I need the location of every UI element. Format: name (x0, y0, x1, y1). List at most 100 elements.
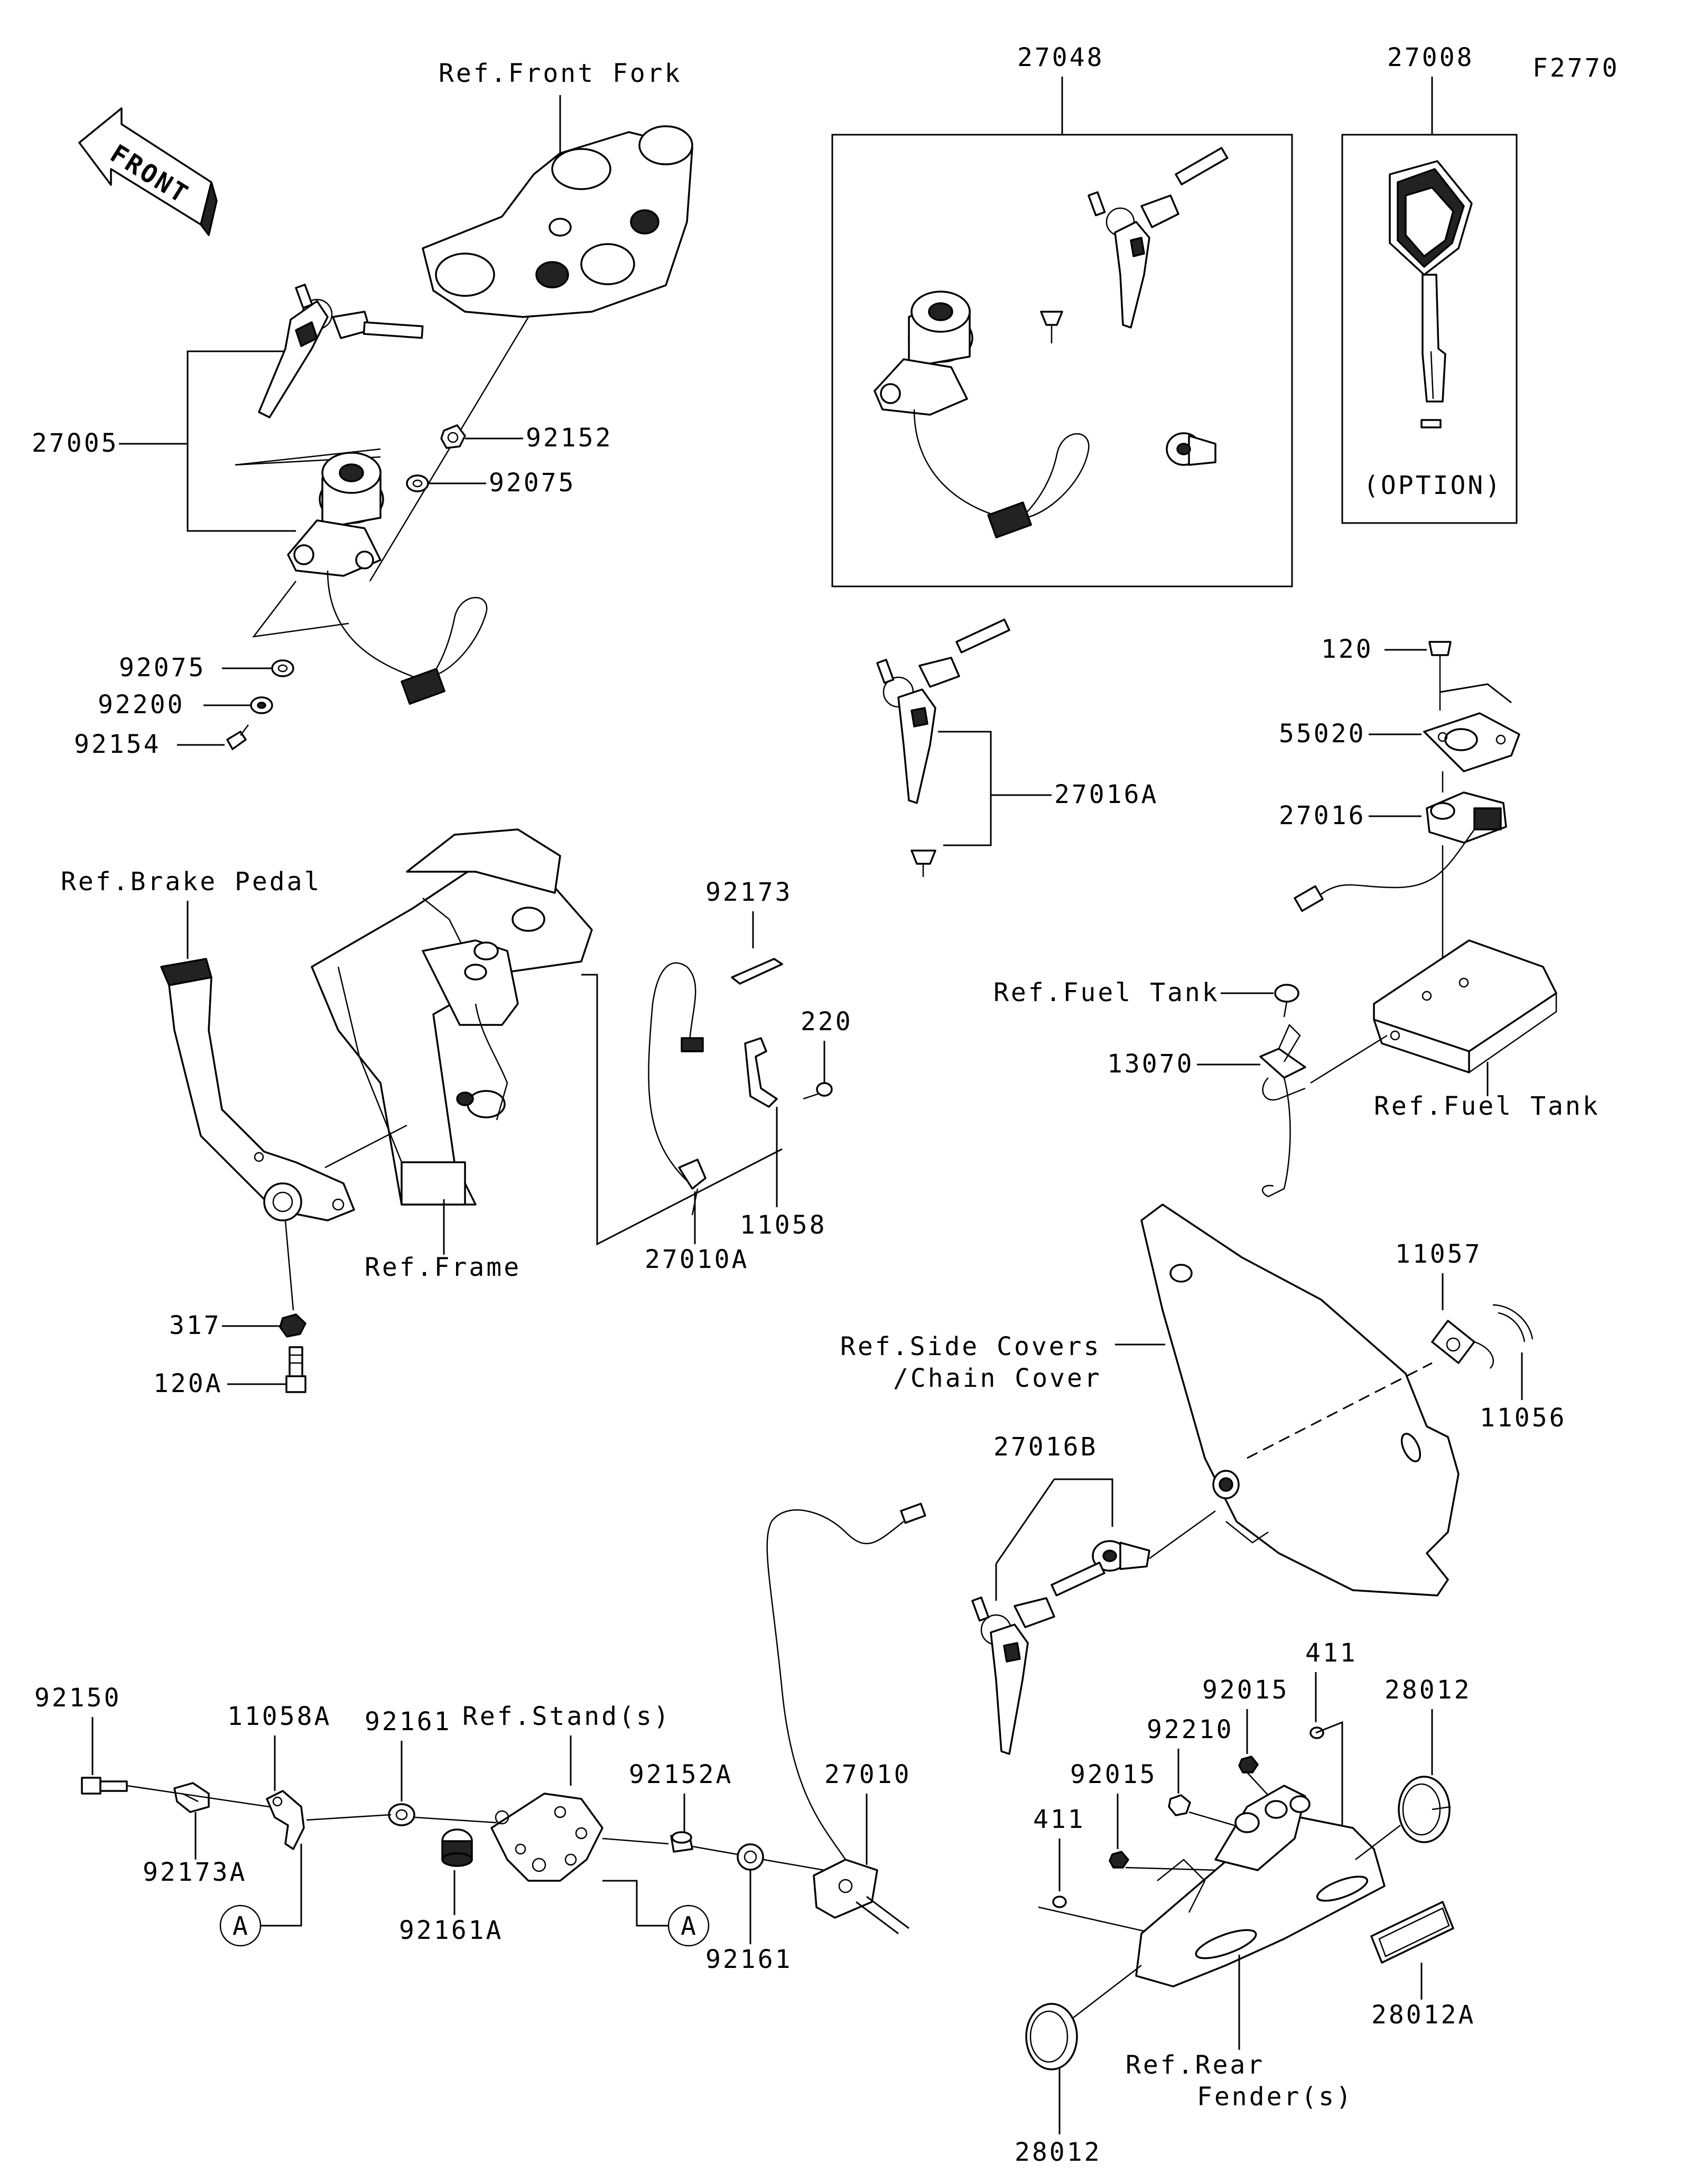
bracket-11058 (744, 1037, 778, 1108)
label-92075-bottom: 92075 (119, 653, 206, 683)
pin-92173 (731, 958, 783, 985)
label-chain-cover: /Chain Cover (893, 1364, 1102, 1393)
bracket-13070 (1259, 1023, 1306, 1198)
bolt-ref-fuel-tank (1274, 984, 1299, 1018)
label-11058: 11058 (740, 1210, 827, 1240)
reference-marker-a-right-label: A (681, 1911, 698, 1941)
key-set-27005 (258, 284, 424, 418)
label-ref-side-covers: Ref.Side Covers (840, 1332, 1101, 1361)
nut-92015-top (1238, 1756, 1259, 1774)
lock-cylinder-27048 (1166, 432, 1216, 466)
label-11056: 11056 (1480, 1403, 1567, 1433)
label-ref-front-fork: Ref.Front Fork (439, 59, 682, 88)
pin-92161A (441, 1828, 473, 1867)
label-92161A: 92161A (399, 1916, 503, 1945)
front-fork-bracket (422, 125, 693, 318)
ignition-switch-27048 (874, 291, 1090, 539)
screw-small-27048 (1040, 311, 1063, 343)
label-92173A: 92173A (143, 1858, 247, 1887)
bolt-92150 (81, 1777, 128, 1795)
label-28012-top: 28012 (1385, 1675, 1472, 1705)
label-option: (OPTION) (1363, 471, 1502, 500)
washer-92161-b (737, 1843, 764, 1871)
reflector-28012-top (1398, 1776, 1451, 1843)
lock-cylinder-27016B (1092, 1540, 1150, 1572)
washer-92075-bottom (271, 659, 294, 677)
nut-92015-mid (1109, 1851, 1129, 1869)
screw-27016A (910, 850, 936, 877)
label-220: 220 (801, 1007, 853, 1037)
label-92075-top: 92075 (489, 468, 576, 498)
nut-411-left (1052, 1896, 1067, 1908)
option-key-27008 (1389, 160, 1473, 428)
front-arrow-icon: FRONT (78, 107, 218, 236)
label-120A: 120A (153, 1369, 223, 1398)
reflector-28012A (1370, 1901, 1454, 1964)
ignition-switch-27005 (287, 452, 488, 705)
label-ref-brake-pedal: Ref.Brake Pedal (61, 867, 321, 897)
label-92015-mid: 92015 (1070, 1760, 1157, 1789)
label-fenders: Fender(s) (1197, 2082, 1353, 2112)
key-set-27048 (1088, 147, 1229, 329)
kit-box-27008 (1341, 134, 1518, 524)
label-92154: 92154 (74, 730, 161, 759)
brake-pedal (160, 958, 355, 1221)
label-28012A: 28012A (1371, 2000, 1475, 2030)
label-ref-fuel-tank-2: Ref.Fuel Tank (1374, 1091, 1600, 1121)
frame-section (311, 828, 593, 1206)
screw-220 (803, 1082, 833, 1100)
clip-11057 (1431, 1320, 1494, 1369)
screw-92154 (226, 724, 249, 750)
label-27010A: 27010A (645, 1245, 749, 1274)
label-27010: 27010 (824, 1760, 912, 1789)
label-411-top: 411 (1305, 1638, 1358, 1668)
nut-317 (279, 1313, 306, 1338)
label-27005: 27005 (32, 428, 119, 458)
label-ref-rear: Ref.Rear (1126, 2050, 1265, 2080)
label-13070: 13070 (1107, 1049, 1194, 1079)
label-92152: 92152 (526, 423, 613, 453)
bolt-120 (1428, 641, 1452, 682)
label-27016: 27016 (1279, 801, 1366, 830)
label-92015-top: 92015 (1202, 1675, 1289, 1705)
bracket-55020 (1423, 712, 1520, 772)
label-92152A: 92152A (629, 1760, 733, 1789)
label-11058A: 11058A (227, 1702, 331, 1731)
key-set-27016B (971, 1561, 1105, 1755)
label-411-left: 411 (1033, 1805, 1085, 1834)
label-ref-fuel-tank-1: Ref.Fuel Tank (993, 978, 1220, 1007)
fuel-tank-mount (1373, 939, 1557, 1074)
washer-92200 (250, 696, 273, 714)
label-92161-a: 92161 (365, 1707, 452, 1737)
figure-code: F2770 (1532, 53, 1620, 83)
reflector-28012-bottom (1025, 2003, 1078, 2070)
reference-marker-a-right (667, 1905, 710, 1947)
clip-11056 (1492, 1304, 1534, 1342)
washer-92161-a (388, 1803, 415, 1826)
switch-27010A (648, 962, 707, 1216)
label-27008: 27008 (1387, 43, 1474, 72)
label-92161-b: 92161 (705, 1945, 793, 1974)
washer-92075-top (406, 474, 429, 492)
kit-box-27048 (831, 134, 1293, 587)
switch-27010 (766, 1502, 926, 1935)
nut-92210 (1168, 1794, 1191, 1816)
rear-fender-bracket (1135, 1785, 1386, 1987)
label-92173: 92173 (705, 878, 793, 907)
label-92210: 92210 (1147, 1715, 1234, 1744)
collar-92152A (670, 1831, 693, 1853)
label-92200: 92200 (98, 690, 185, 720)
label-55020: 55020 (1279, 719, 1366, 749)
switch-27016 (1294, 791, 1507, 912)
nut-92152 (440, 424, 466, 449)
label-ref-stands: Ref.Stand(s) (462, 1702, 671, 1731)
bolt-120A (285, 1346, 306, 1393)
side-cover (1140, 1203, 1460, 1597)
reference-marker-a-left-label: A (233, 1911, 250, 1941)
label-27016B: 27016B (993, 1432, 1098, 1462)
label-27016A: 27016A (1054, 780, 1158, 809)
label-27048: 27048 (1017, 43, 1104, 72)
label-92150: 92150 (34, 1683, 122, 1713)
